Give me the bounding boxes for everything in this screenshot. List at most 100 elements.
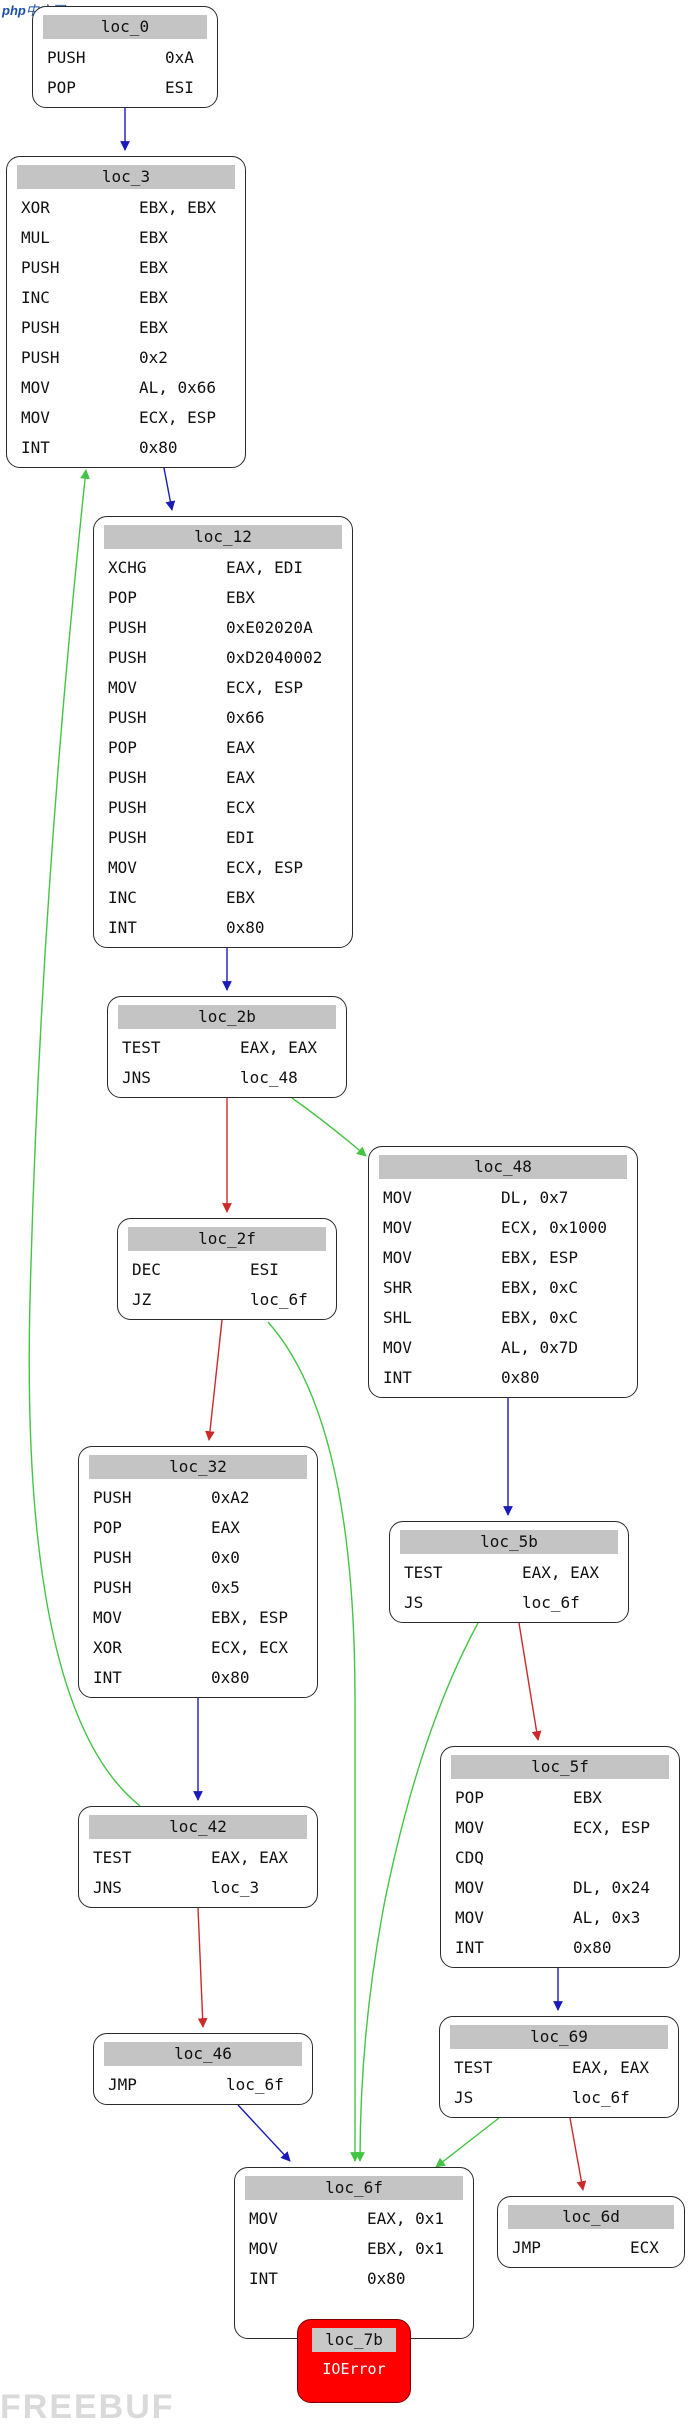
node-title: loc_12 [104, 525, 342, 549]
operand: loc_3 [211, 1878, 260, 1897]
opcode: PUSH [93, 1488, 132, 1507]
operand: ECX, 0x1000 [501, 1218, 607, 1237]
operand: loc_6f [250, 1290, 308, 1309]
operand: EBX [226, 588, 255, 607]
operand: ECX, ESP [573, 1818, 651, 1837]
edge-loc-2f-to-loc-32 [205, 1319, 223, 1441]
operand: EBX [226, 888, 255, 907]
opcode: JNS [93, 1878, 122, 1897]
operand: ECX, ESP [139, 408, 217, 427]
opcode: PUSH [47, 48, 86, 67]
opcode: JZ [132, 1290, 152, 1309]
operand: loc_48 [240, 1068, 298, 1087]
operand: 0xD2040002 [226, 648, 323, 667]
opcode: JS [404, 1593, 424, 1612]
edge-loc-5b-to-loc-6f [355, 1622, 479, 2162]
operand: EBX, ESP [501, 1248, 579, 1267]
operand: EAX, EDI [226, 558, 304, 577]
opcode: MOV [108, 858, 137, 877]
opcode: TEST [122, 1038, 161, 1057]
opcode: INT [108, 918, 137, 937]
operand: 0x66 [226, 708, 265, 727]
node-title: loc_5b [400, 1530, 618, 1554]
operand: DL, 0x24 [573, 1878, 651, 1897]
opcode: MOV [249, 2209, 278, 2228]
operand: 0x80 [211, 1668, 250, 1687]
edge-loc-3-to-loc-12 [163, 467, 176, 511]
operand: AL, 0x66 [139, 378, 217, 397]
operand: EAX, 0x1 [367, 2209, 445, 2228]
operand: EBX [139, 228, 168, 247]
instruction-row: CDQ [455, 1843, 573, 1873]
operand: ECX, ESP [226, 858, 304, 877]
node-title: loc_6d [508, 2205, 674, 2229]
node-title: loc_2b [118, 1005, 336, 1029]
operand: DL, 0x7 [501, 1188, 569, 1207]
opcode: PUSH [108, 618, 147, 637]
instruction-row: PUSH 0xE02020A [108, 613, 313, 643]
operand: 0x0 [211, 1548, 240, 1567]
edge-loc-2b-to-loc-48 [291, 1097, 367, 1157]
instruction-row: MOV ECX, ESP [108, 853, 303, 883]
opcode: PUSH [93, 1578, 132, 1597]
operand: EBX, 0x1 [367, 2239, 445, 2258]
operand: EBX, ESP [211, 1608, 289, 1627]
opcode: POP [455, 1788, 484, 1807]
operand: EAX, EAX [572, 2058, 650, 2077]
opcode: XOR [21, 198, 50, 217]
edge-loc-69-to-loc-6d [569, 2117, 587, 2191]
edge-loc-46-to-loc-6f [237, 2104, 291, 2162]
operand: loc_6f [572, 2088, 630, 2107]
opcode: INT [455, 1938, 484, 1957]
instruction-row: MOV EAX, 0x1 [249, 2204, 444, 2234]
opcode: MOV [383, 1248, 412, 1267]
operand: 0x80 [573, 1938, 612, 1957]
opcode: INT [93, 1668, 122, 1687]
opcode: POP [47, 78, 76, 97]
opcode: XOR [93, 1638, 122, 1657]
operand: 0xE02020A [226, 618, 313, 637]
opcode: PUSH [21, 348, 60, 367]
node-title: loc_5f [451, 1755, 669, 1779]
